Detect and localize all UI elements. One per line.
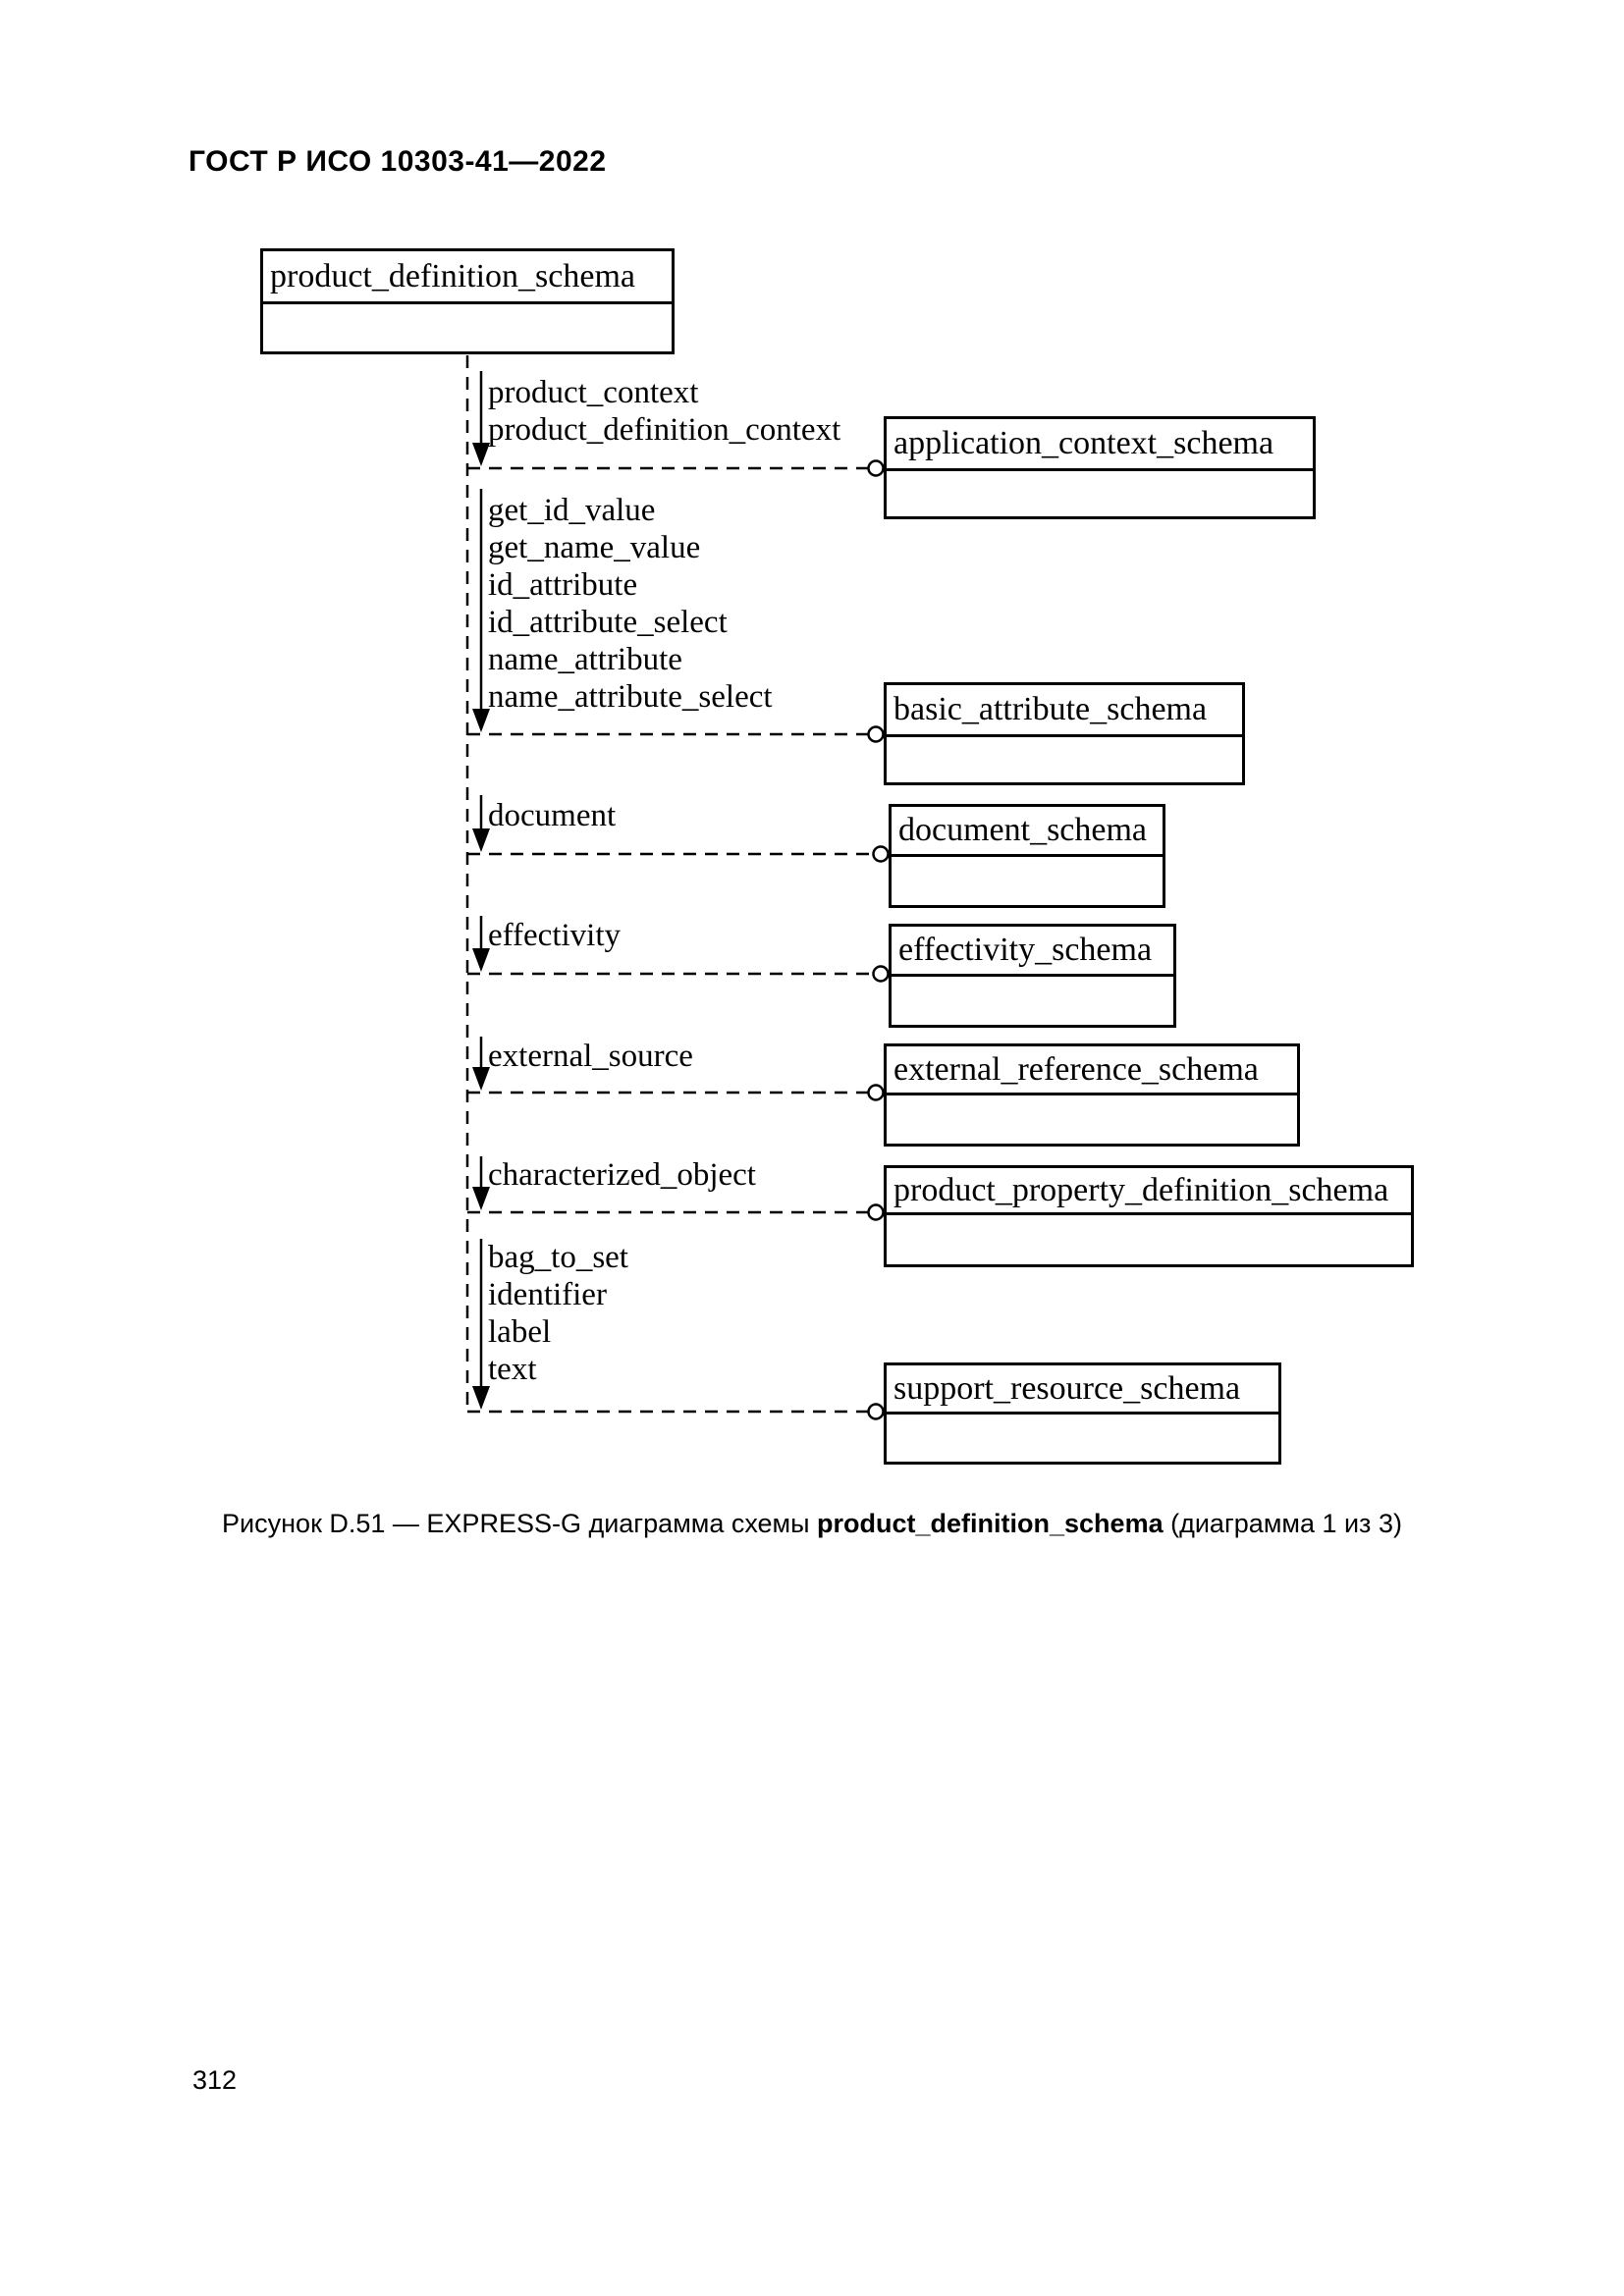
relation-labels-effectivity: effectivity [488, 917, 621, 954]
schema-box-external-reference-schema: external_reference_schema [884, 1043, 1300, 1147]
schema-box-title: basic_attribute_schema [887, 685, 1242, 737]
attribute-label: text [488, 1352, 537, 1387]
schema-box-basic-attribute-schema: basic_attribute_schema [884, 682, 1245, 785]
schema-box-product-property-definition-schema: product_property_definition_schema [884, 1165, 1414, 1267]
circle-connector-icon [872, 845, 890, 863]
schema-name: effectivity_schema [898, 932, 1153, 968]
attribute-label: name_attribute_select [488, 679, 773, 715]
relation-labels-application-context: product_context product_definition_conte… [488, 374, 840, 449]
circle-connector-icon [867, 459, 885, 477]
schema-box-title: support_resource_schema [887, 1365, 1278, 1415]
circle-connector-icon [867, 725, 885, 743]
schema-box-document-schema: document_schema [889, 804, 1165, 908]
schema-box-title: product_definition_schema [263, 251, 672, 304]
schema-name: product_definition_schema [270, 257, 636, 294]
page-number: 312 [192, 2065, 238, 2095]
attribute-label: name_attribute [488, 642, 682, 677]
circle-connector-icon [867, 1403, 885, 1420]
schema-name: product_property_definition_schema [893, 1171, 1389, 1208]
schema-box-title: effectivity_schema [892, 927, 1173, 977]
schema-box-empty-compartment [887, 471, 1313, 516]
attribute-label: label [488, 1314, 552, 1350]
schema-box-effectivity-schema: effectivity_schema [889, 924, 1176, 1028]
circle-connector-icon [867, 1203, 885, 1221]
schema-box-title: external_reference_schema [887, 1046, 1297, 1095]
figure-caption: Рисунок D.51 — EXPRESS-G диаграмма схемы… [0, 1509, 1624, 1539]
schema-box-empty-compartment [887, 1215, 1411, 1264]
circle-connector-icon [872, 965, 890, 983]
schema-box-title: application_context_schema [887, 419, 1313, 471]
relation-labels-document: document [488, 797, 616, 834]
attribute-label: get_name_value [488, 530, 701, 565]
caption-schema-name: product_definition_schema [817, 1509, 1164, 1538]
circle-connector-icon [867, 1084, 885, 1101]
schema-box-empty-compartment [892, 857, 1163, 905]
attribute-label: id_attribute [488, 567, 638, 603]
schema-box-title: document_schema [892, 807, 1163, 857]
schema-name: support_resource_schema [893, 1369, 1241, 1407]
schema-box-empty-compartment [887, 1095, 1297, 1144]
schema-box-empty-compartment [887, 737, 1242, 782]
schema-box-empty-compartment [887, 1415, 1278, 1462]
attribute-label: effectivity [488, 918, 621, 953]
attribute-label: characterized_object [488, 1157, 756, 1193]
schema-box-product-definition-schema: product_definition_schema [260, 248, 675, 354]
caption-prefix: Рисунок D.51 — EXPRESS-G диаграмма схемы [222, 1509, 818, 1538]
attribute-label: document [488, 798, 617, 833]
arrowhead-down-icon [472, 1386, 490, 1410]
express-g-diagram: product_definition_schema application_co… [260, 248, 1414, 1465]
caption-suffix: (диаграмма 1 из 3) [1163, 1509, 1402, 1538]
attribute-label: external_source [488, 1039, 693, 1074]
relation-labels-support-resource: bag_to_set identifier label text [488, 1239, 628, 1388]
schema-box-title: product_property_definition_schema [887, 1168, 1411, 1215]
schema-box-support-resource-schema: support_resource_schema [884, 1362, 1281, 1465]
page-header: ГОСТ Р ИСО 10303-41—2022 [189, 145, 607, 178]
schema-box-empty-compartment [892, 977, 1173, 1025]
schema-box-empty-compartment [263, 304, 672, 351]
attribute-label: product_definition_context [488, 412, 841, 448]
attribute-label: identifier [488, 1277, 607, 1312]
schema-name: external_reference_schema [893, 1050, 1259, 1088]
schema-box-application-context-schema: application_context_schema [884, 416, 1316, 519]
schema-name: basic_attribute_schema [893, 691, 1208, 727]
schema-name: application_context_schema [893, 425, 1274, 461]
schema-name: document_schema [898, 812, 1148, 848]
attribute-label: id_attribute_select [488, 605, 728, 640]
attribute-label: bag_to_set [488, 1240, 628, 1275]
relation-labels-characterized-object: characterized_object [488, 1156, 756, 1194]
connector-layer [465, 355, 890, 1420]
relation-labels-basic-attribute: get_id_value get_name_value id_attribute… [488, 492, 773, 716]
relation-labels-external-source: external_source [488, 1038, 693, 1075]
attribute-label: get_id_value [488, 493, 656, 528]
attribute-label: product_context [488, 375, 699, 410]
